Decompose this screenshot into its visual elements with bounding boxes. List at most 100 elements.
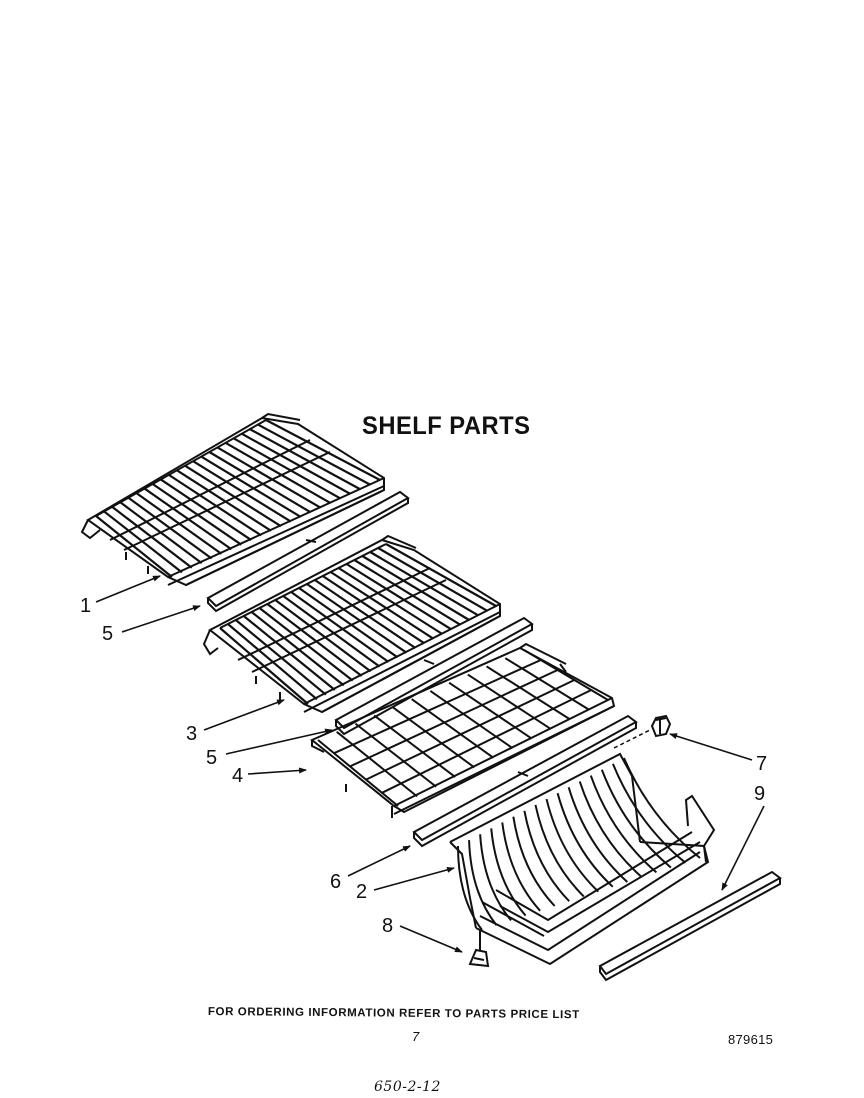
wire-basket-part-2-ribs [457,757,701,931]
wire-shelf-part-3-rods [219,543,497,705]
trim-strip-part-5-lower [334,616,534,736]
grid-cross [365,679,575,781]
shelf-rod [314,579,417,649]
callout-2: 2 [356,881,367,903]
shelf-rod [224,441,332,505]
grid-rod [467,673,552,730]
handwritten-code: 650-2-12 [374,1079,441,1095]
shelf-rod [377,547,488,612]
basket-rib [578,781,643,878]
grid-rod [411,698,495,759]
shelf-rod [152,483,242,546]
shelf-rod [160,478,252,541]
grid-rod [523,649,609,701]
shelf-rod [219,627,309,705]
shelf-rod [353,559,461,626]
shelf-rod [135,492,223,555]
grid-rod [317,739,399,807]
shelf-rod [176,469,272,532]
page-number: 7 [412,1029,420,1044]
basket-rib [556,792,614,888]
shelf-rod [257,423,371,486]
shelf-rod [111,505,193,569]
grid-rod [448,681,533,740]
callout-7: 7 [756,753,767,775]
wire-shelf-part-1 [80,412,385,587]
basket-rib [468,840,498,926]
shelf-rod [235,619,327,696]
trim-strip-part-6 [412,714,638,848]
shelf-rod [266,603,363,677]
basket-rib [512,816,556,907]
shelf-rod [282,595,381,668]
trim-strip-part-9 [598,870,782,982]
shelf-rod [298,587,399,659]
shelf-rod [369,551,479,617]
shelf-rod [274,599,372,673]
shelf-rod [95,515,173,578]
shelf-rod [345,563,452,631]
basket-rib [523,810,570,902]
shelf-rod [258,607,354,682]
callout-leaders [95,575,765,953]
shelf-rod [290,591,390,663]
grid-rod [504,657,590,711]
callout-1: 1 [80,595,91,617]
shelf-rod [143,487,233,551]
basket-rib [600,769,672,869]
callout-5-upper: 5 [102,623,113,645]
grid-shelf-part-4 [310,642,616,818]
basket-rib [479,834,512,922]
basket-rib [567,787,629,883]
shelf-rod [168,473,262,537]
basket-rib [457,845,483,931]
shelf-rod [227,623,318,701]
shelf-rod [250,611,345,687]
basket-rib [534,804,585,898]
callout-6: 6 [330,871,341,893]
grid-cross [349,669,559,768]
part-code: 879615 [728,1032,774,1047]
grid-rod [336,731,418,798]
grid-rod [429,690,514,750]
shelf-rod [233,437,341,500]
shelf-rod [322,575,425,645]
shelf-rod [241,432,351,495]
basket-rib [490,828,527,917]
shelf-rod [249,428,361,491]
shelf-rod [361,555,470,621]
basket-rib [623,757,701,859]
shelf-rod [103,510,183,574]
trim-strip-part-5-upper [206,490,410,613]
shelf-rod [184,464,282,528]
basket-rib [612,763,687,864]
callout-4: 4 [232,765,243,787]
clip-part-8 [468,930,490,968]
basket-rib [501,822,541,912]
shelf-rod [127,496,213,560]
page-title: SHELF PARTS [362,412,531,440]
end-cap-part-7 [613,714,672,749]
shelf-rod [385,543,497,607]
shelf-rod [243,615,336,691]
grid-rod [486,665,571,721]
grid-rod [373,714,456,778]
shelf-rod [216,446,322,509]
grid-shelf-part-4-grid [317,649,609,807]
callout-9: 9 [754,783,765,805]
callout-5-lower: 5 [206,747,217,769]
wire-basket-part-2 [449,752,716,966]
wire-shelf-part-3 [202,534,501,714]
callout-3: 3 [186,723,197,745]
shelf-rod [192,460,292,523]
shelf-rod [208,451,312,514]
shelf-rod [337,567,443,635]
grid-cross [381,689,592,794]
basket-rib [545,798,599,893]
callout-8: 8 [382,915,393,937]
shelf-rod [119,501,203,565]
grid-rod [392,706,475,769]
shelf-rod [200,455,302,518]
wire-shelf-part-1-rods [95,419,381,578]
